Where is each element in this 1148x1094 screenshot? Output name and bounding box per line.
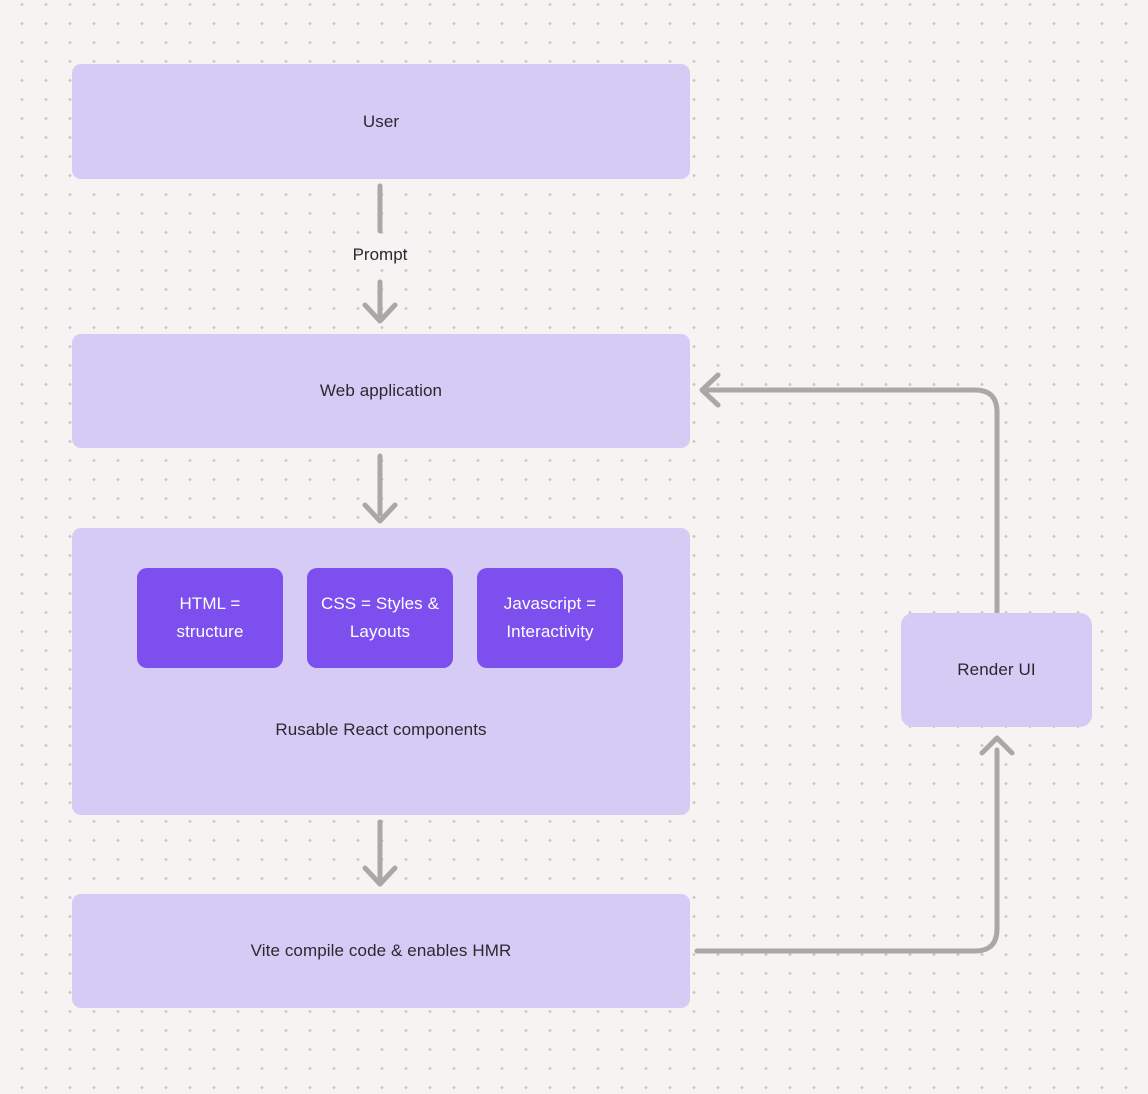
arrow-components-to-vite xyxy=(362,819,398,887)
node-web-application: Web application xyxy=(72,334,690,448)
node-render-ui: Render UI xyxy=(901,613,1092,727)
node-user-label: User xyxy=(362,111,400,131)
node-render-ui-label: Render UI xyxy=(957,660,1036,679)
node-component-javascript: Javascript = Interactivity xyxy=(477,568,623,668)
edge-label-prompt: Prompt xyxy=(352,245,408,264)
arrow-webapp-to-components xyxy=(362,453,398,524)
node-component-javascript-label: Javascript = Interactivity xyxy=(503,593,597,641)
components-container-label: Rusable React components xyxy=(275,720,487,739)
node-components-container: HTML = structure CSS = Styles & Layouts … xyxy=(72,528,690,815)
node-web-application-label: Web application xyxy=(319,381,443,400)
node-component-html-label: HTML = structure xyxy=(176,593,244,641)
node-component-html: HTML = structure xyxy=(137,568,283,668)
arrow-vite-to-render-ui xyxy=(694,735,1015,954)
node-component-css-label: CSS = Styles & Layouts xyxy=(320,593,440,641)
node-vite: Vite compile code & enables HMR xyxy=(72,894,690,1008)
arrow-prompt-to-webapp xyxy=(362,279,398,324)
node-vite-label: Vite compile code & enables HMR xyxy=(250,941,512,960)
arrow-render-ui-to-webapp xyxy=(699,372,1000,616)
node-user: User xyxy=(72,64,690,179)
node-component-css: CSS = Styles & Layouts xyxy=(307,568,453,668)
